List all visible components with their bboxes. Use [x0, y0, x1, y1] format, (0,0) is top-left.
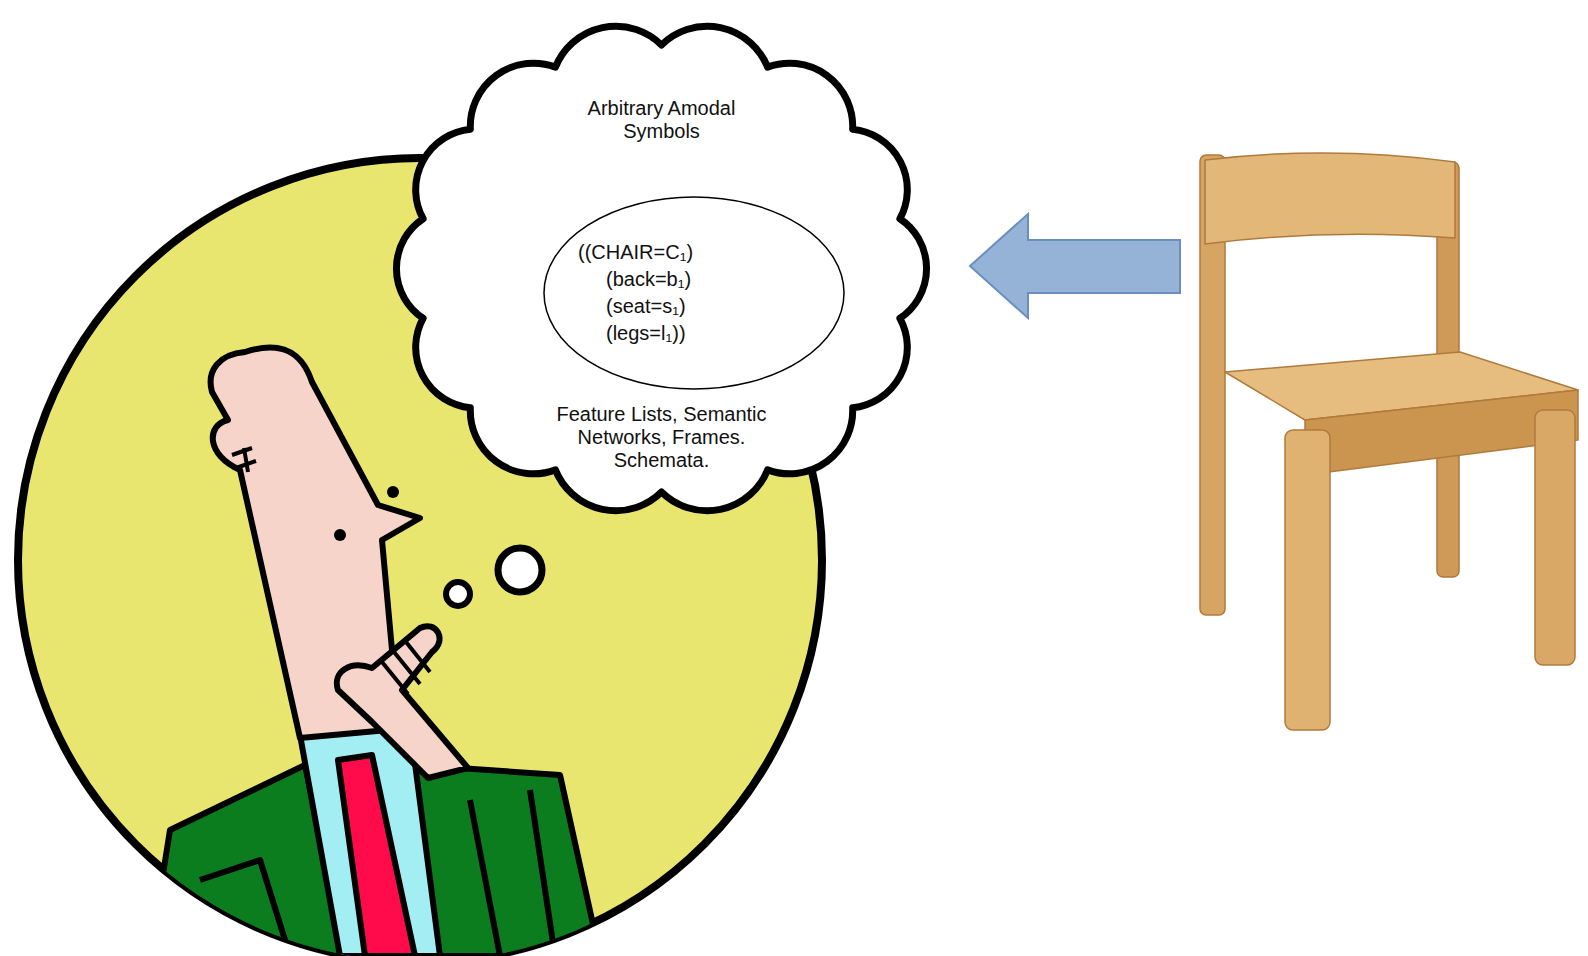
chair-picture: [1200, 153, 1578, 730]
symbol-ellipse: ((CHAIR=C₁)(back=b₁)(seat=s₁)(legs=l₁)): [542, 195, 846, 391]
cloud-shape: [396, 26, 926, 511]
thought-dot: [498, 548, 542, 592]
thought-dot: [446, 582, 470, 606]
symbol-text: (back=b₁): [606, 266, 691, 293]
eye: [387, 486, 399, 498]
ellipse-shape: [544, 197, 844, 389]
block-arrow: [970, 214, 1180, 318]
ellipse-outline: [542, 195, 846, 391]
cloud-heading: Arbitrary Amodal Symbols: [562, 97, 762, 143]
symbol-text: (legs=l₁)): [606, 320, 686, 347]
cloud-note: Feature Lists, Semantic Networks, Frames…: [554, 403, 769, 472]
symbol-text: ((CHAIR=C₁): [578, 239, 693, 266]
symbol-text: (seat=s₁): [606, 293, 686, 320]
thought-cloud: Arbitrary Amodal SymbolsFeature Lists, S…: [375, 5, 948, 532]
eye: [334, 529, 346, 541]
